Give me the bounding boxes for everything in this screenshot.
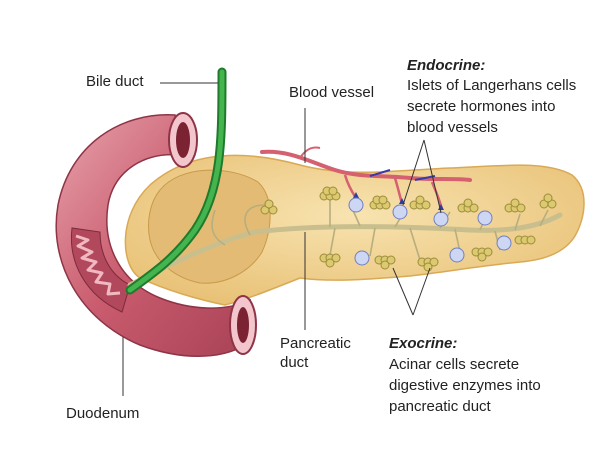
- leader-lines: [122, 82, 442, 396]
- duodenum-folds: [75, 234, 121, 296]
- pancreatic-duct: [127, 212, 563, 288]
- blood-vessel: [260, 149, 472, 182]
- islets: [348, 197, 512, 266]
- exocrine-line-1: Acinar cells secrete: [389, 356, 520, 373]
- endocrine-heading: Endocrine:: [407, 57, 486, 74]
- endocrine-line-3: blood vessels: [407, 119, 498, 136]
- endocrine-line-2: secrete hormones into: [407, 98, 556, 115]
- label-blood-vessel: Blood vessel: [289, 84, 375, 101]
- label-pancreatic-duct-line1: Pancreatic: [280, 335, 351, 352]
- label-duodenum: Duodenum: [66, 405, 140, 422]
- acinar-clusters: [260, 186, 557, 272]
- exocrine-line-3: pancreatic duct: [389, 398, 491, 415]
- endocrine-line-1: Islets of Langerhans cells: [407, 77, 577, 94]
- label-pancreatic-duct-line2: duct: [280, 354, 309, 371]
- exocrine-heading: Exocrine:: [389, 335, 458, 352]
- exocrine-line-2: digestive enzymes into: [389, 377, 541, 394]
- label-bile-duct: Bile duct: [86, 73, 144, 90]
